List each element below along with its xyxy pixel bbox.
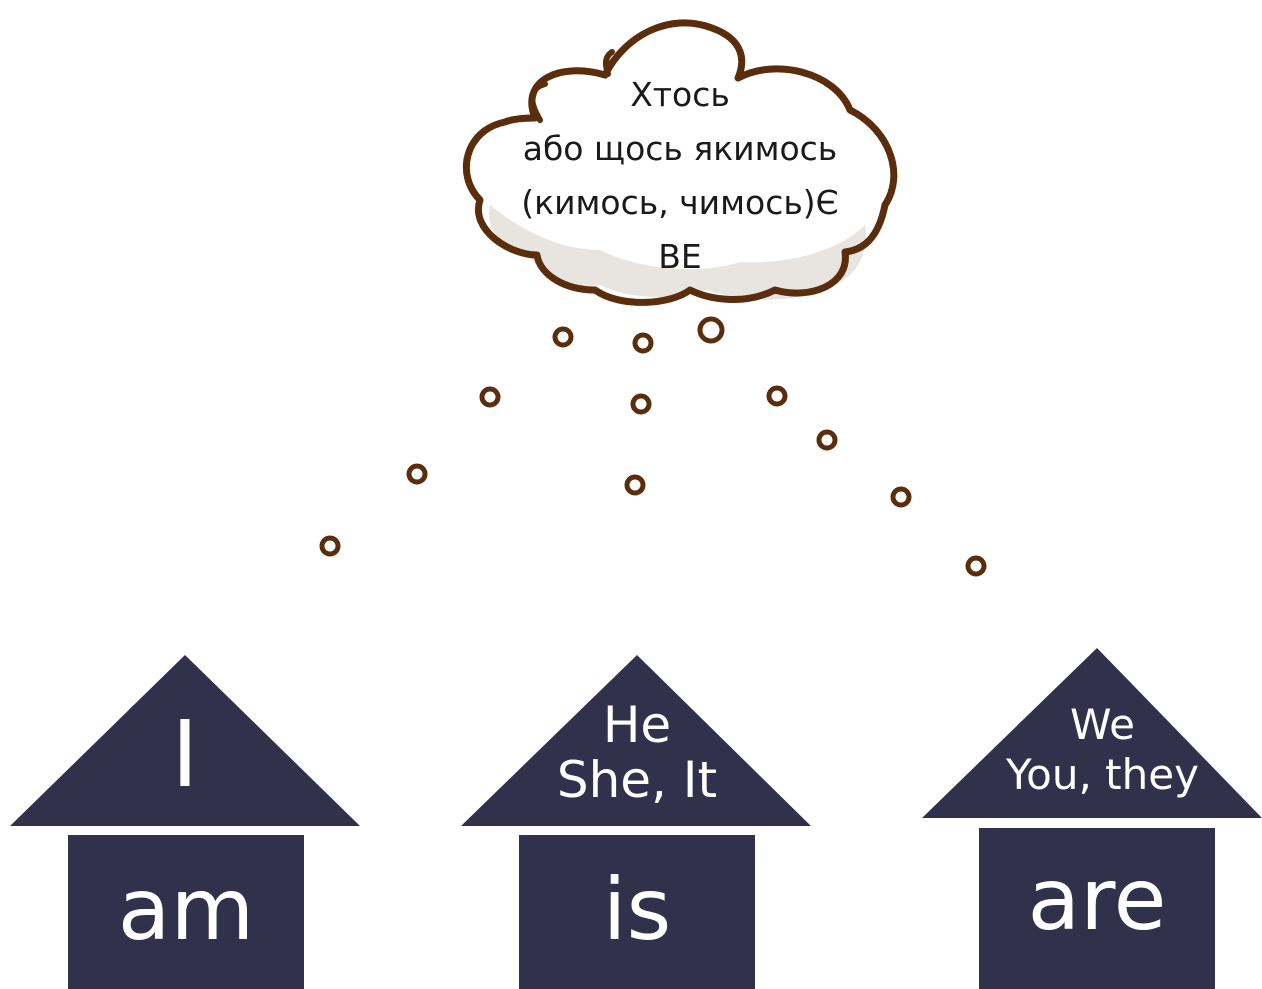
roof-line: She, It (556, 751, 718, 809)
thought-dot (766, 385, 788, 407)
thought-dot (624, 474, 646, 496)
cloud-line: (кимось, чимось)Є (521, 183, 839, 222)
house-we-you-they (922, 648, 1262, 989)
house-roof (461, 655, 811, 826)
cloud-inner-curl (602, 49, 615, 77)
thought-dot (816, 429, 838, 451)
thought-dot (632, 332, 654, 354)
base-label-are: are (1027, 850, 1167, 950)
cloud-line: Хтось (630, 75, 730, 114)
house-base (519, 835, 755, 989)
thought-dot (479, 386, 501, 408)
thought-dot (630, 393, 652, 415)
cloud-line: або щось якимось (522, 129, 838, 168)
house-roof (922, 648, 1262, 818)
roof-label-i: I (85, 705, 285, 805)
roof-label-he-she-it: He She, It (537, 698, 737, 808)
roof-line: He (602, 696, 672, 754)
base-label-am: am (117, 860, 255, 960)
thought-dots (319, 316, 987, 577)
thought-dot (697, 316, 725, 344)
roof-line: I (171, 701, 199, 808)
roof-line: You, they (1006, 750, 1199, 800)
roof-label-we-you-they: We You, they (990, 700, 1215, 801)
cloud-line: BE (658, 237, 702, 276)
house-base (68, 835, 304, 989)
thought-dot (552, 326, 574, 348)
cloud-shadow (489, 205, 866, 300)
thought-cloud (462, 19, 898, 306)
thought-dot (965, 555, 987, 577)
cloud-inner-curl (529, 81, 548, 123)
base-label-is: is (602, 860, 672, 960)
cloud-text: Хтось або щось якимось (кимось, чимось)Є… (470, 68, 890, 284)
house-base (979, 828, 1215, 989)
roof-line: We (1070, 700, 1135, 749)
thought-dot (319, 535, 341, 557)
thought-dot (406, 463, 428, 485)
house-i (10, 655, 360, 989)
house-he-she-it (461, 655, 811, 989)
cloud-outline (462, 19, 898, 306)
thought-dot (890, 486, 912, 508)
house-roof (10, 655, 360, 826)
